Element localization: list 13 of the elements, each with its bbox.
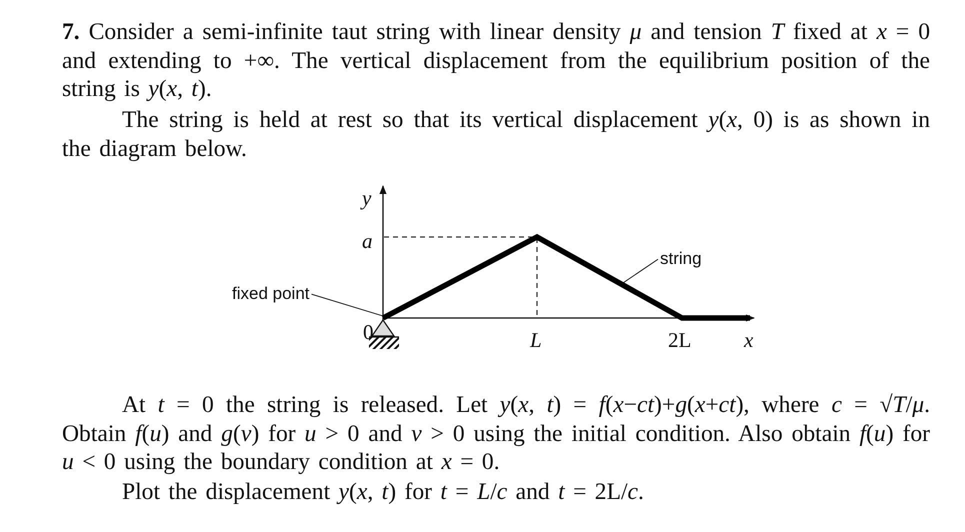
callout-label: fixed point xyxy=(232,284,310,304)
axis-label: x xyxy=(744,330,754,351)
problem-text: Plot the displacement y(x, t) for t = L/c and t = 2L/c. xyxy=(121,478,645,506)
problem-text: 7. Consider a semi-infinite taut string with linear density μ and tension T fixed at x = 0 and extending to +∞. The vertical displacement from the equilibrium position of the string is y(x, t). xyxy=(62,18,930,104)
callout-label: string xyxy=(660,249,702,270)
tick-label: 2L xyxy=(668,330,692,351)
string-line xyxy=(382,234,750,321)
axis-label: y xyxy=(362,188,372,209)
problem-text: The string is held at rest so that its vertical displacement y(x, 0) is as shown in the diagram below. xyxy=(62,106,930,163)
leader-line xyxy=(311,294,384,316)
problem-text: At t = 0 the string is released. Let y(x, t) = f(x−ct)+g(x+ct), where c = √T/μ. Obtain f(u) and g(v) for u > 0 and v > 0 using the initial condition. Also obtain f(u) for u < 0 using the boundary condition at x = 0. xyxy=(62,391,930,476)
tick-label: L xyxy=(530,330,542,351)
tick-label: a xyxy=(362,231,372,252)
